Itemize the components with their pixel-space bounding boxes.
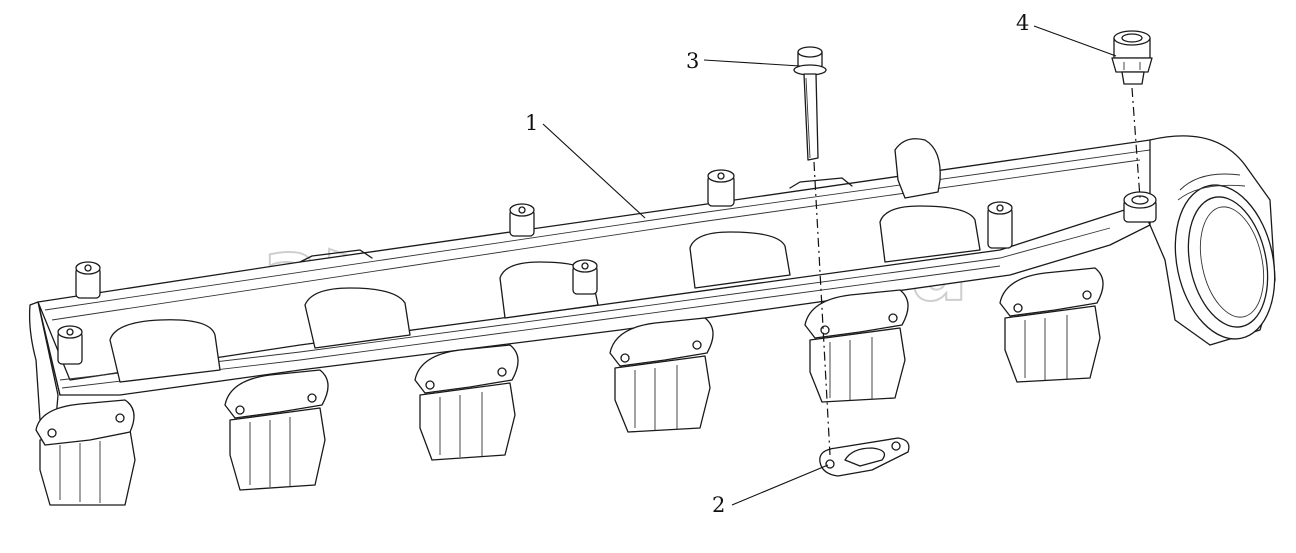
bolt-part-3 [793, 46, 827, 161]
fitting-part-4 [1111, 30, 1153, 85]
callout-3: 3 [686, 49, 801, 73]
runner-ports [35, 205, 1104, 506]
runner-3 [414, 261, 599, 461]
runner-5 [804, 205, 981, 403]
runner-2 [224, 287, 411, 491]
callout-1: 1 [525, 111, 646, 219]
runner-1 [35, 319, 221, 506]
mounting-bosses [57, 138, 1013, 365]
runner-4 [609, 231, 791, 433]
callout-label-2: 2 [712, 493, 725, 517]
callout-2: 2 [712, 464, 829, 517]
outlet-elbow [1123, 135, 1276, 346]
callout-4: 4 [1016, 11, 1117, 57]
runner-6 [999, 267, 1104, 383]
assembly-centerlines [813, 87, 1141, 456]
gasket-part-2 [819, 437, 910, 477]
callout-label-1: 1 [525, 111, 538, 135]
callout-label-3: 3 [686, 49, 699, 73]
callout-label-4: 4 [1016, 11, 1029, 35]
